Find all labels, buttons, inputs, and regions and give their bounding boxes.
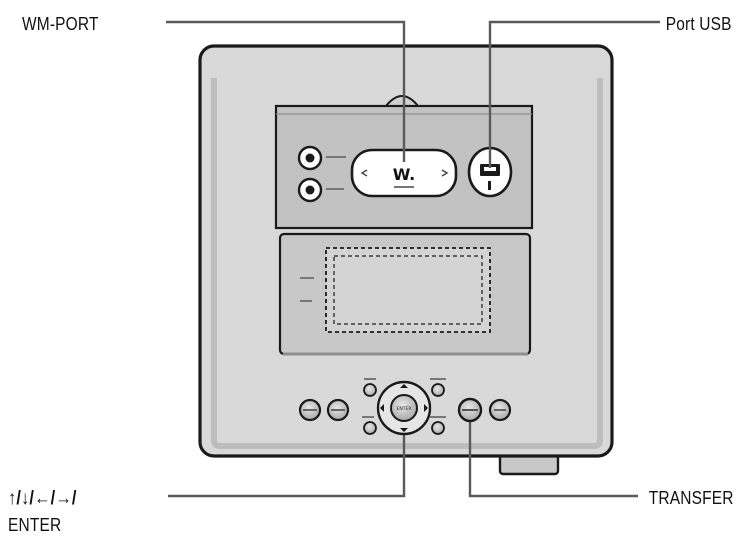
- usb-socket-slot: [484, 167, 496, 171]
- walkman-logo: W.: [393, 165, 415, 184]
- display-side-label-2: [300, 300, 312, 302]
- wm-port-right-arrow: [441, 169, 449, 177]
- label-enter: ENTER: [8, 515, 62, 535]
- button-top-left-legend: [364, 378, 376, 380]
- jack-phones-inner: [305, 153, 315, 163]
- leader-wm-port: [166, 20, 406, 162]
- button-bottom-right[interactable]: [431, 421, 445, 435]
- nav-right-arrow[interactable]: [424, 404, 428, 412]
- leader-usb-port: [488, 20, 660, 168]
- button-bottom-right-legend: [430, 416, 446, 418]
- button-top-left[interactable]: [363, 383, 377, 397]
- button-top-right-legend: [430, 378, 446, 380]
- button-bottom-left-legend: [362, 416, 374, 418]
- leader-transfer: [468, 410, 638, 498]
- dock-notch: [385, 94, 419, 107]
- nav-down-arrow[interactable]: [400, 428, 408, 432]
- jack-audio-in-inner: [305, 185, 315, 195]
- button-top-right[interactable]: [431, 383, 445, 397]
- label-wm-port: WM-PORT: [22, 14, 99, 34]
- label-navigation-keys: ↑/↓/←/→/ ENTER: [8, 486, 77, 538]
- body-bevel: [211, 78, 603, 449]
- label-usb-port: Port USB: [666, 14, 732, 34]
- transfer-button-legend: [462, 409, 478, 411]
- leader-navigation: [168, 412, 406, 498]
- button-left-1-legend: [303, 409, 317, 411]
- nav-left-arrow[interactable]: [380, 404, 384, 412]
- display-side-label-1: [300, 277, 314, 279]
- enter-button[interactable]: [390, 394, 418, 422]
- label-arrow-keys: ↑/↓/←/→/: [8, 488, 77, 509]
- jack-legend-2: [326, 188, 344, 190]
- jack-legend-1: [326, 156, 346, 158]
- wm-port-legend: [394, 186, 414, 188]
- nav-up-arrow[interactable]: [400, 384, 408, 388]
- wm-port-left-arrow: [360, 169, 368, 177]
- label-transfer: TRANSFER: [649, 488, 734, 508]
- button-right-legend: [494, 409, 506, 411]
- enter-button-label: ENTER: [397, 406, 412, 412]
- usb-symbol: [488, 181, 491, 190]
- button-bottom-left[interactable]: [363, 421, 377, 435]
- display-screen-inner: [333, 255, 483, 325]
- button-left-2-legend: [331, 409, 345, 411]
- display-screen: [325, 247, 491, 333]
